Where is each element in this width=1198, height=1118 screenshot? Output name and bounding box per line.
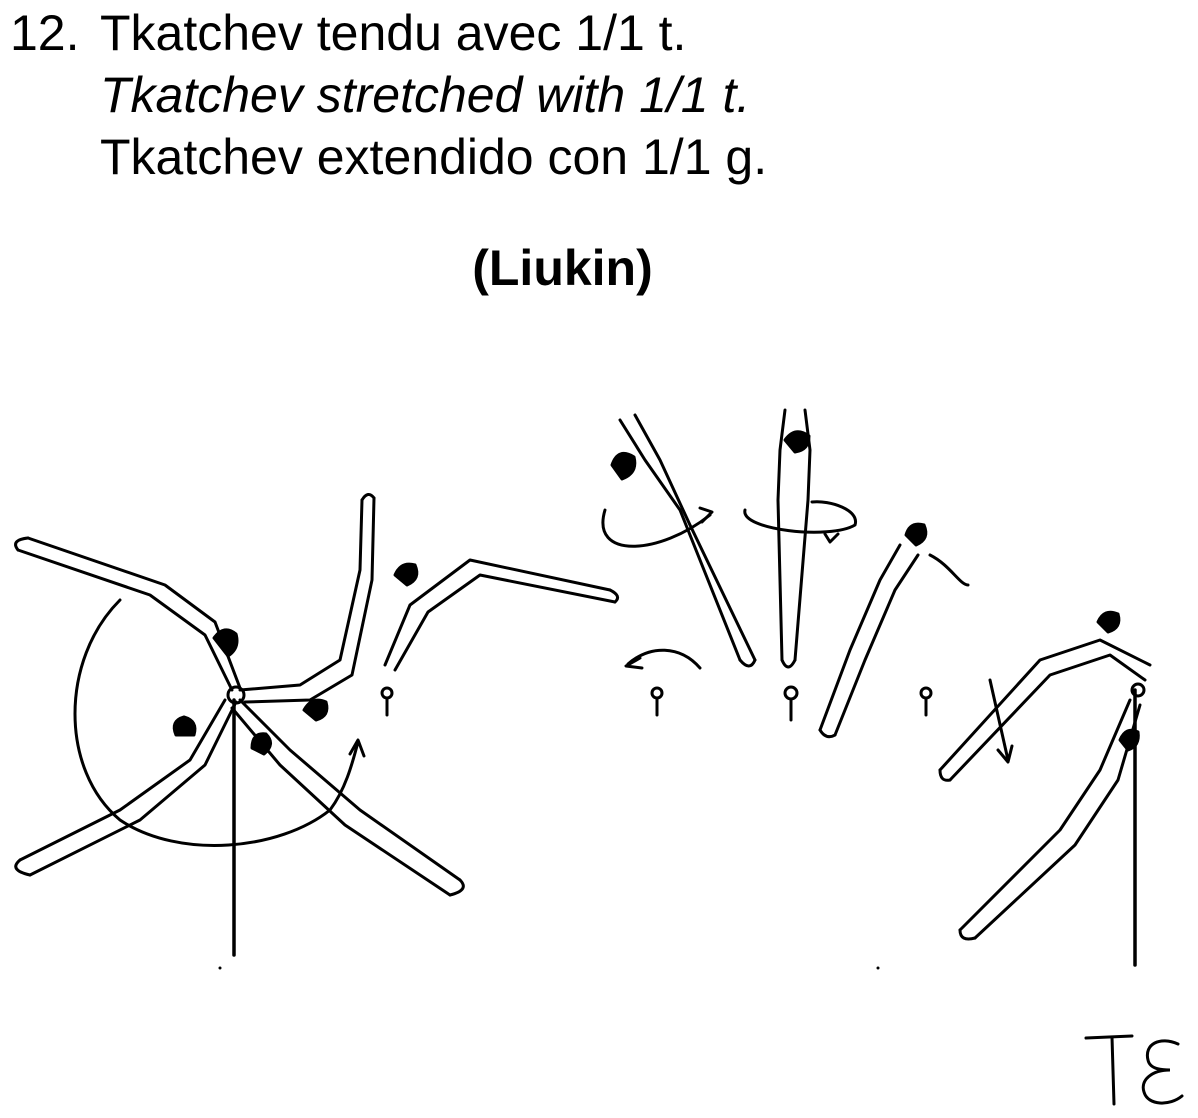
head xyxy=(250,732,272,756)
bar-marker-3 xyxy=(783,685,799,722)
title-french: Tkatchev tendu avec 1/1 t. xyxy=(100,5,687,61)
difficulty-signature-mark xyxy=(1082,1030,1192,1110)
head xyxy=(904,522,928,547)
gymnast-frame-1 xyxy=(14,536,242,692)
title-english: Tkatchev stretched with 1/1 t. xyxy=(100,67,751,123)
heading-line-french: 12. Tkatchev tendu avec 1/1 t. xyxy=(10,2,1190,64)
head xyxy=(302,698,329,722)
head xyxy=(172,715,197,737)
element-eponym: (Liukin) xyxy=(472,240,653,296)
gymnast-frame-7 xyxy=(743,408,857,669)
bar-marker-2 xyxy=(650,686,664,717)
head xyxy=(783,430,811,454)
head xyxy=(610,451,637,481)
gymnast-frame-5 xyxy=(383,558,620,672)
element-heading: 12. Tkatchev tendu avec 1/1 t. Tkatchev … xyxy=(10,2,1190,188)
gymnast-frame-2 xyxy=(14,698,238,877)
gymnast-frame-10 xyxy=(958,698,1142,941)
movement-sequence-drawing xyxy=(0,390,1198,990)
heading-line-english: Tkatchev stretched with 1/1 t. xyxy=(10,64,1190,126)
gymnast-frame-3 xyxy=(230,698,465,897)
bar-right xyxy=(1130,682,1146,698)
head xyxy=(1118,728,1140,752)
heading-line-spanish: Tkatchev extendido con 1/1 g. xyxy=(10,126,1190,188)
sequence-svg xyxy=(14,408,1152,970)
title-spanish: Tkatchev extendido con 1/1 g. xyxy=(100,129,768,185)
gymnast-frame-8 xyxy=(818,522,970,739)
ground-dot xyxy=(218,966,222,970)
swing-arrow-icon xyxy=(328,738,366,812)
down-arrow-icon xyxy=(988,678,1014,764)
signature-svg xyxy=(1084,1034,1184,1106)
bar-marker-4 xyxy=(919,686,933,717)
swing-circle xyxy=(73,598,332,847)
head xyxy=(212,628,239,658)
flight-arrow-icon xyxy=(624,648,702,670)
head xyxy=(1096,610,1121,634)
gymnast-frame-6 xyxy=(601,413,757,668)
ground-dot xyxy=(876,966,880,970)
gymnast-frame-9 xyxy=(938,610,1152,782)
gymnast-frame-4 xyxy=(238,493,376,722)
bar-marker-1 xyxy=(380,686,394,717)
head xyxy=(393,562,419,587)
element-number: 12. xyxy=(10,5,80,61)
